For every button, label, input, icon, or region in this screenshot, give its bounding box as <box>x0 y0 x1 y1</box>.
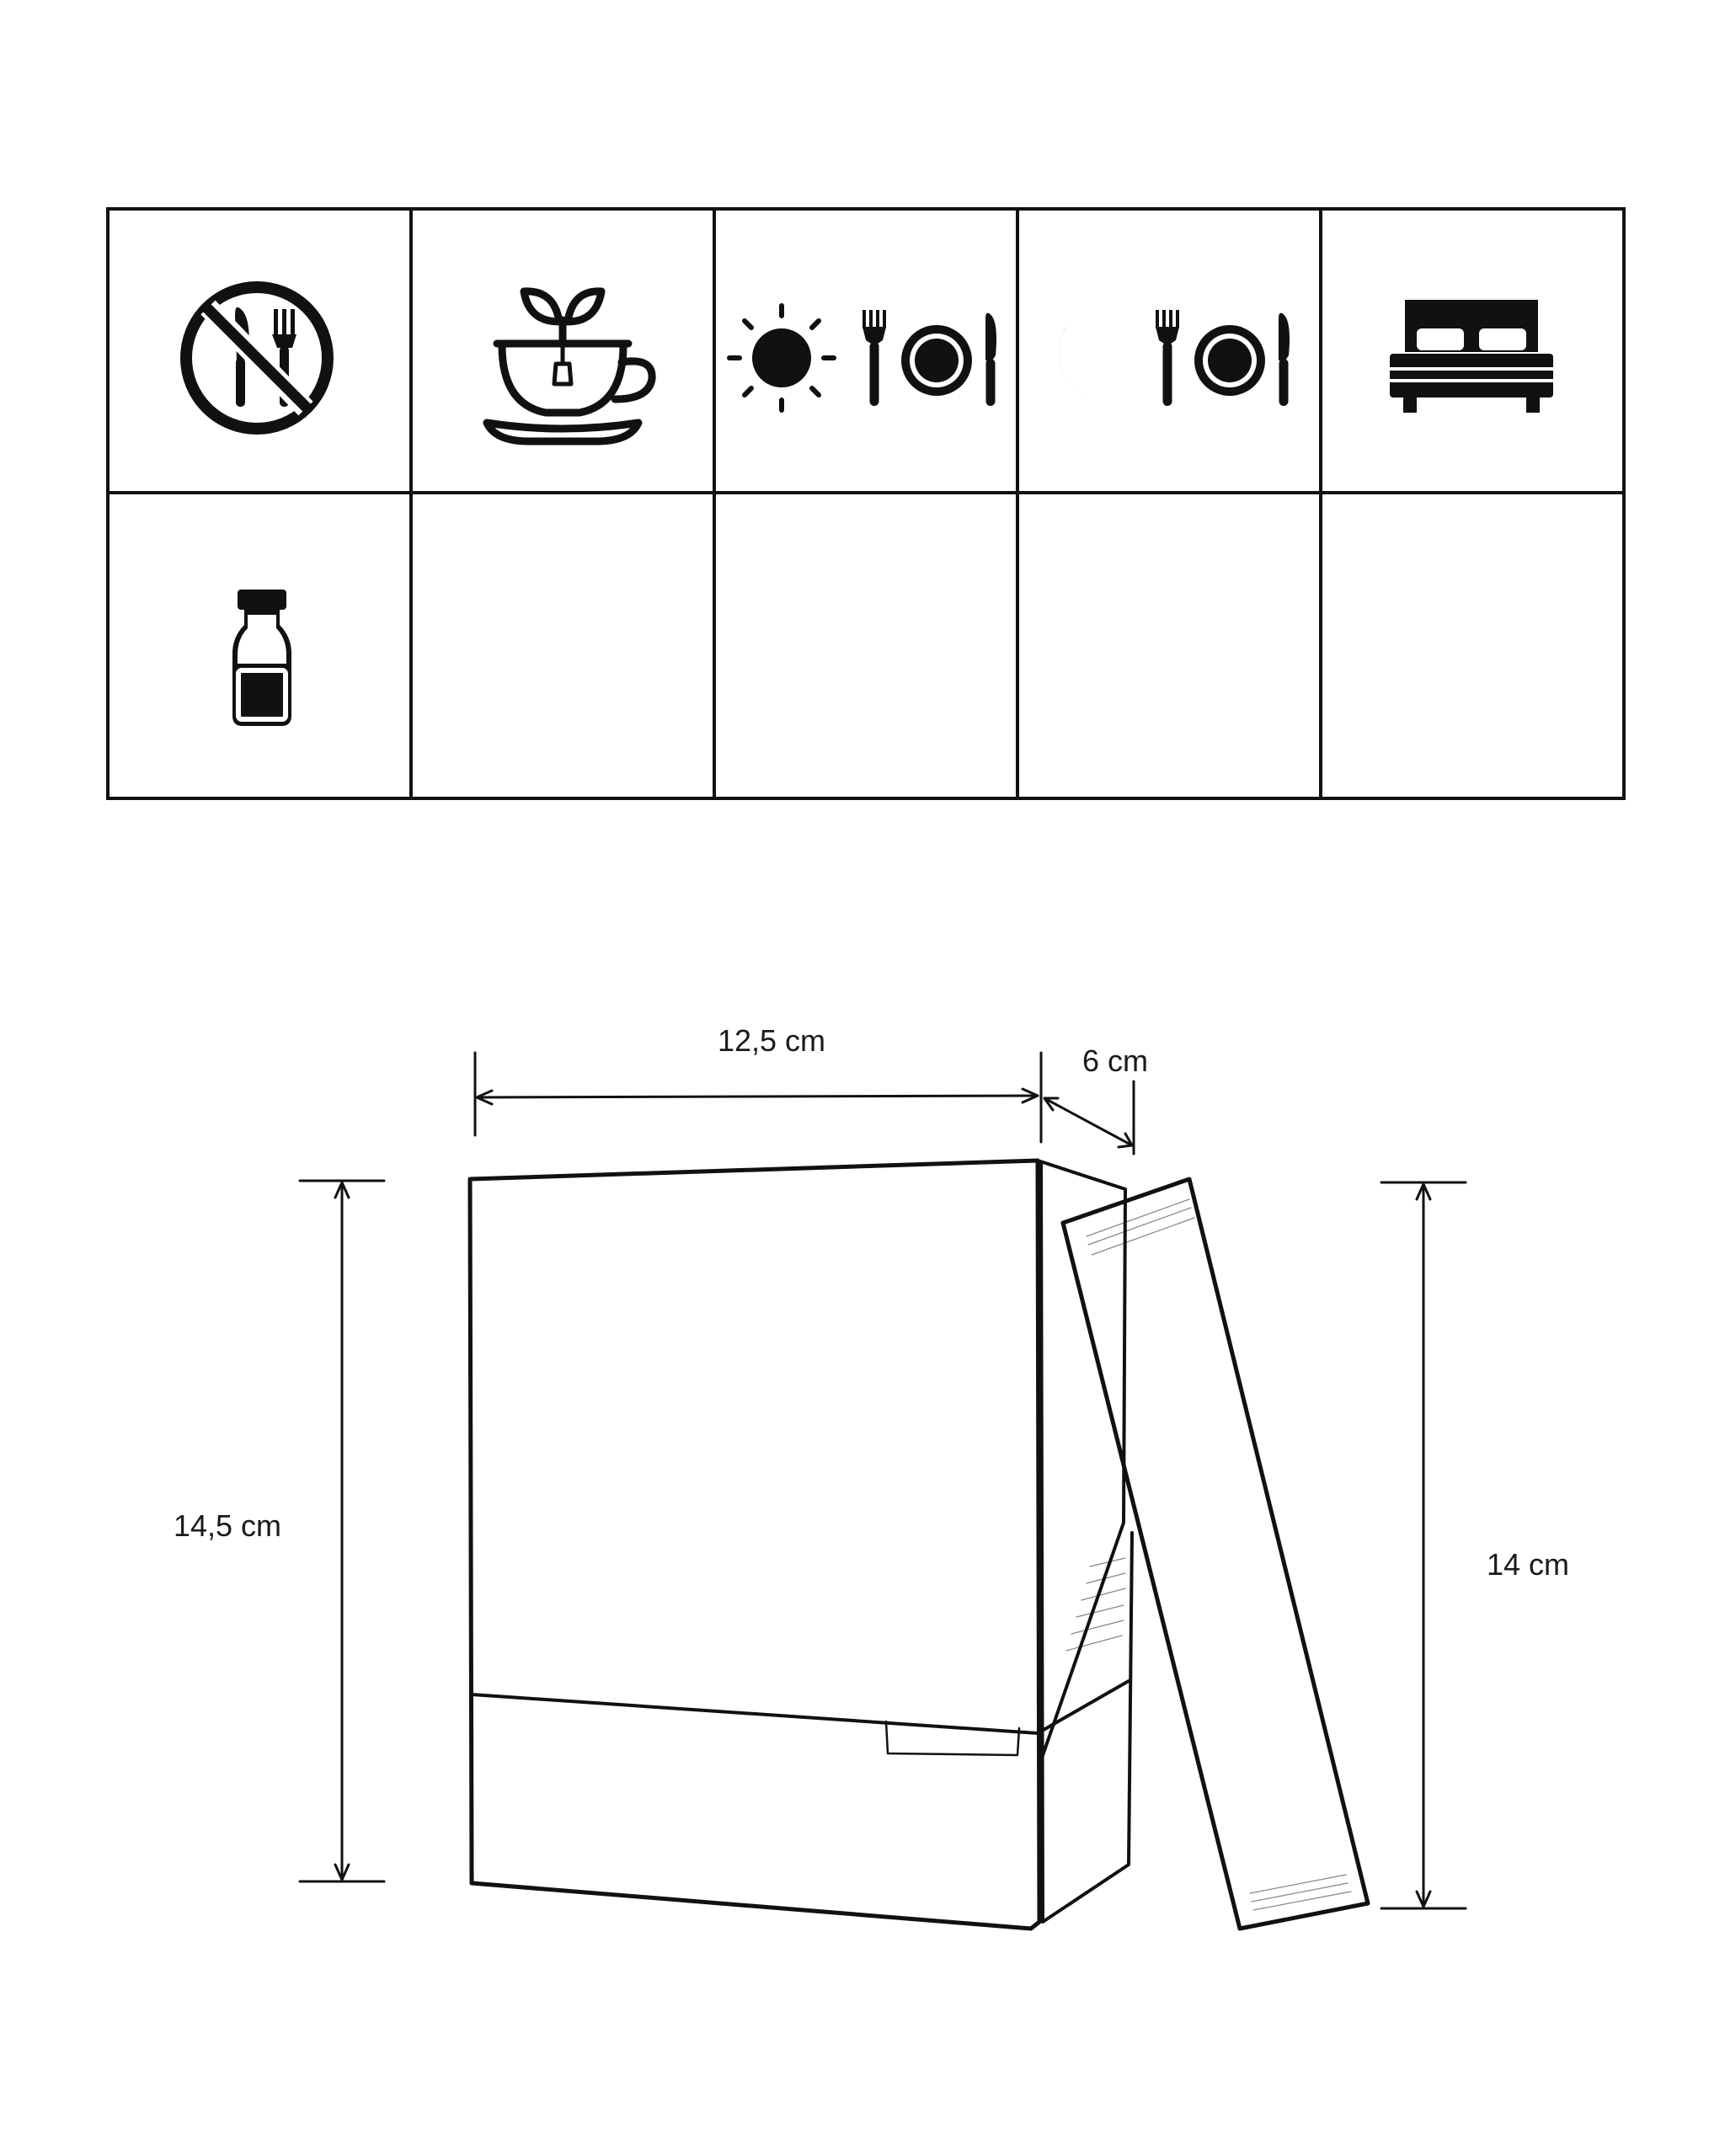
sachet <box>1060 1177 1370 1931</box>
sachet-height-dimension <box>1380 1181 1467 1910</box>
box-height-dimension <box>298 1179 386 1883</box>
box-side <box>1036 1159 1127 1762</box>
bottle-icon <box>232 590 291 726</box>
drawer-tab <box>884 1720 1021 1757</box>
width-label: 12,5 cm <box>717 1023 826 1058</box>
sun-meal-icon <box>727 303 996 413</box>
width-dimension <box>473 1051 1043 1144</box>
moon-icon <box>1059 312 1127 401</box>
tea-cup-icon <box>483 287 656 446</box>
box-drawer-line <box>470 1679 1130 1735</box>
depth-label: 6 cm <box>1081 1043 1149 1078</box>
table-frame <box>106 207 1626 800</box>
sun-icon <box>727 303 836 413</box>
usage-icon-table <box>106 207 1626 800</box>
box-height-label: 14,5 cm <box>173 1508 282 1543</box>
sachet-height-label: 14 cm <box>1486 1547 1570 1582</box>
box-front <box>467 1158 1042 1931</box>
fork-plate-knife-icon <box>1156 310 1290 406</box>
depth-dimension <box>1043 1080 1135 1155</box>
no-eating-icon <box>180 281 334 435</box>
moon-meal-icon <box>1059 310 1290 406</box>
fork-plate-knife-icon <box>862 310 996 406</box>
bed-icon <box>1390 300 1553 413</box>
